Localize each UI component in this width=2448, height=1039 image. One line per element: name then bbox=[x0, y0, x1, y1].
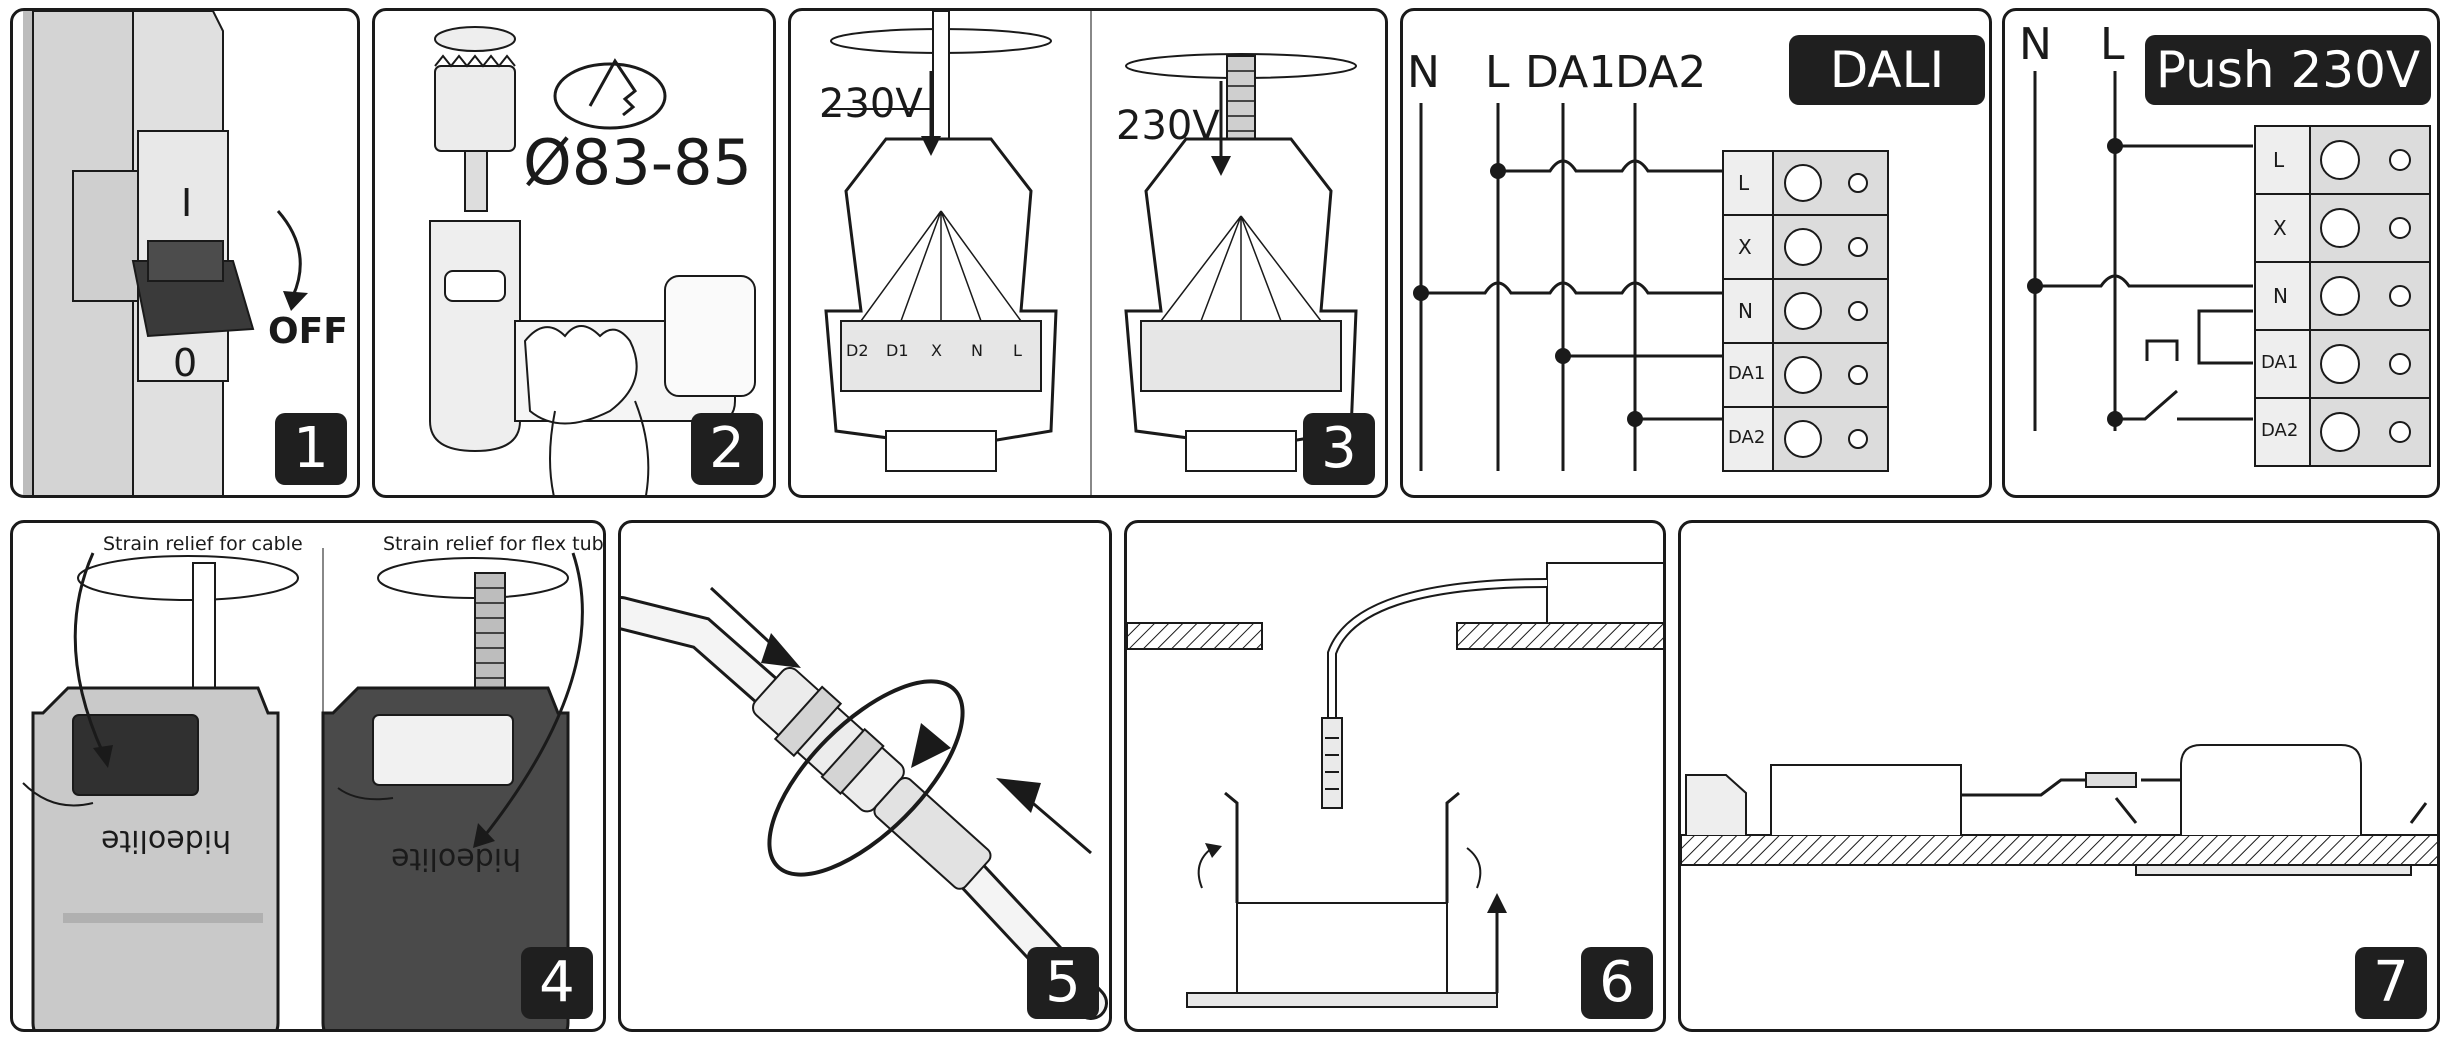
push-line-n-label: N bbox=[2019, 19, 2052, 70]
step-number: 3 bbox=[1303, 413, 1375, 485]
dali-terminal-da1-label: DA1 bbox=[1728, 363, 1766, 384]
breaker-illustration bbox=[23, 11, 308, 495]
terminal-label-x: X bbox=[931, 341, 942, 360]
push-wiring-diagram bbox=[2027, 71, 2431, 467]
step-number: 5 bbox=[1027, 947, 1099, 1019]
dali-line-l-label: L bbox=[1485, 47, 1510, 98]
push-terminal-x-label: X bbox=[2273, 216, 2287, 240]
step-number: 7 bbox=[2355, 947, 2427, 1019]
step-number: 4 bbox=[521, 947, 593, 1019]
breaker-on-label: I bbox=[181, 181, 193, 225]
step-7-panel: 7 bbox=[1678, 520, 2440, 1032]
push-terminal-n-label: N bbox=[2273, 284, 2288, 308]
strain-relief-cable-caption: Strain relief for cable bbox=[103, 533, 303, 555]
push-terminal-da1-label: DA1 bbox=[2261, 352, 2299, 373]
connector-illustration bbox=[621, 586, 1108, 1020]
terminal-box-illustration bbox=[824, 11, 1358, 495]
terminal-label-l: L bbox=[1013, 341, 1022, 360]
step-6-panel: 6 bbox=[1124, 520, 1666, 1032]
step-number: 6 bbox=[1581, 947, 1653, 1019]
dali-wiring-diagram bbox=[1413, 103, 1889, 472]
dali-wiring-panel: N L DA1 DA2 L X N DA1 DA2 DALI bbox=[1400, 8, 1992, 498]
dali-title-badge: DALI bbox=[1789, 35, 1985, 105]
brand-logo-light: hideolite bbox=[101, 823, 232, 858]
dali-line-n-label: N bbox=[1407, 47, 1440, 98]
step-2-panel: Ø83-85 2 bbox=[372, 8, 776, 498]
terminal-label-n: N bbox=[971, 341, 983, 360]
voltage-label-cable: 230V bbox=[819, 81, 923, 127]
drill-illustration bbox=[429, 26, 756, 495]
hole-diameter-label: Ø83-85 bbox=[523, 126, 752, 199]
step-number: 1 bbox=[275, 413, 347, 485]
dali-terminal-l-label: L bbox=[1738, 171, 1750, 195]
dali-line-da1-label: DA1 bbox=[1525, 47, 1617, 98]
step-3-panel: 230V 230V D2 D1 X N L 3 bbox=[788, 8, 1388, 498]
brand-logo-dark: hideolite bbox=[391, 841, 522, 876]
strain-relief-illustration bbox=[22, 548, 584, 1029]
dali-line-da2-label: DA2 bbox=[1615, 47, 1707, 98]
dali-terminal-da2-label: DA2 bbox=[1728, 427, 1766, 448]
step-1-panel: I 0 OFF 1 bbox=[10, 8, 360, 498]
step-4-panel: Strain relief for cable Strain relief fo… bbox=[10, 520, 606, 1032]
push-terminal-da2-label: DA2 bbox=[2261, 420, 2299, 441]
installed-fixture-illustration bbox=[1681, 744, 2437, 876]
breaker-off-label: OFF bbox=[268, 311, 348, 352]
terminal-label-d1: D1 bbox=[886, 341, 909, 360]
dali-terminal-x-label: X bbox=[1738, 235, 1752, 259]
dali-terminal-n-label: N bbox=[1738, 299, 1753, 323]
step-5-panel: 5 bbox=[618, 520, 1112, 1032]
push-line-l-label: L bbox=[2100, 19, 2125, 70]
push-wiring-panel: N L L X N DA1 DA2 Push 230V bbox=[2002, 8, 2440, 498]
voltage-label-flex: 230V bbox=[1116, 103, 1220, 149]
push-title-badge: Push 230V bbox=[2145, 35, 2431, 105]
fixture-insert-illustration bbox=[1127, 562, 1663, 1008]
step-number: 2 bbox=[691, 413, 763, 485]
terminal-label-d2: D2 bbox=[846, 341, 869, 360]
push-terminal-l-label: L bbox=[2273, 148, 2285, 172]
breaker-off-position-label: 0 bbox=[173, 341, 198, 385]
strain-relief-flex-caption: Strain relief for flex tube bbox=[383, 533, 606, 555]
